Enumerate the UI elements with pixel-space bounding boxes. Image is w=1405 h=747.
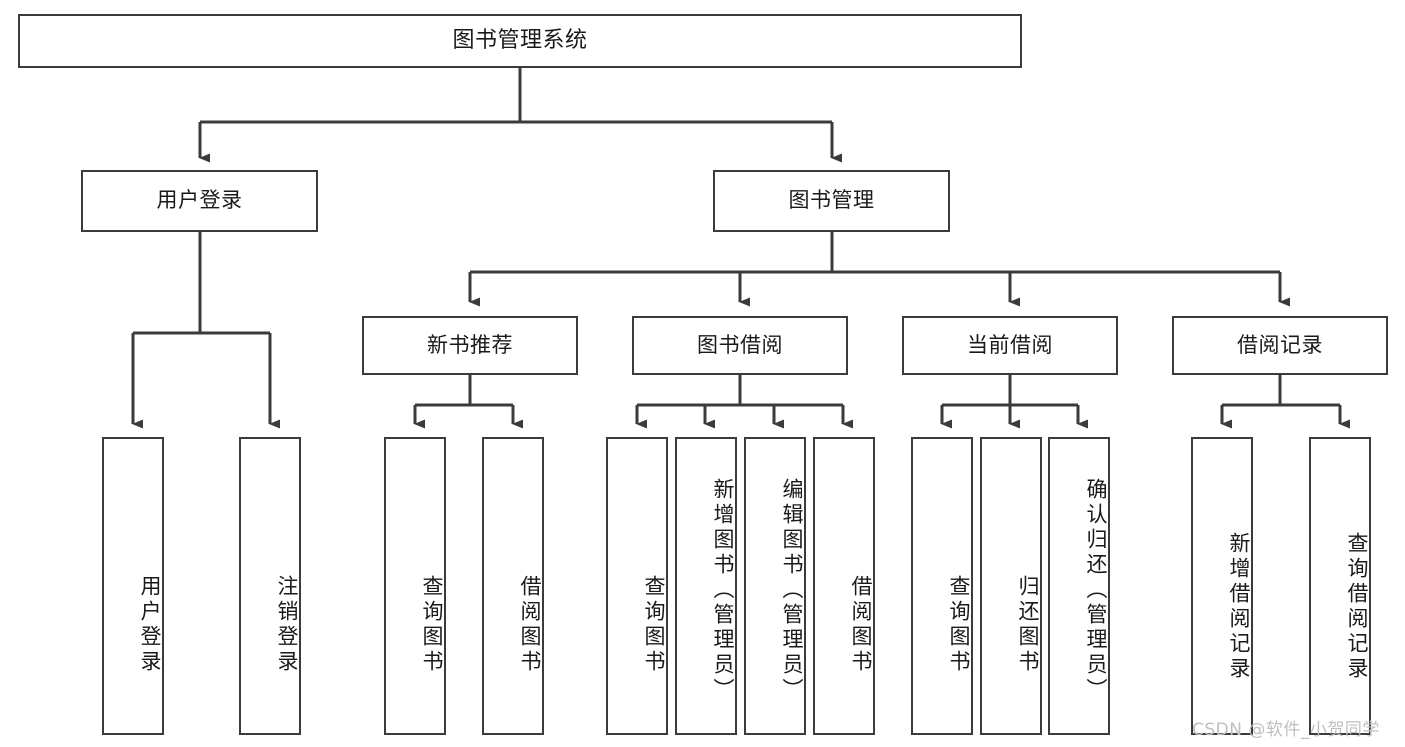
node-book-manage[interactable]: 图书管理 bbox=[713, 170, 950, 232]
node-borrow-record[interactable]: 借阅记录 bbox=[1172, 316, 1388, 375]
leaf-query-book-3-label: 查询图书 bbox=[947, 575, 971, 675]
node-user-login[interactable]: 用户登录 bbox=[81, 170, 318, 232]
leaf-logout-label: 注销登录 bbox=[275, 575, 299, 675]
node-book-borrow[interactable]: 图书借阅 bbox=[632, 316, 848, 375]
leaf-query-book-1-label: 查询图书 bbox=[420, 575, 444, 675]
leaf-query-record-label: 查询借阅记录 bbox=[1345, 532, 1369, 682]
watermark: CSDN @软件_小贺同学 bbox=[1192, 720, 1380, 740]
node-current-borrow-label: 当前借阅 bbox=[967, 332, 1053, 357]
leaf-borrow-book-1-label: 借阅图书 bbox=[518, 575, 542, 675]
leaf-return-book[interactable]: 归还图书 bbox=[980, 437, 1042, 735]
leaf-query-record[interactable]: 查询借阅记录 bbox=[1309, 437, 1371, 735]
leaf-add-book-label: 新增图书（管理员） bbox=[711, 477, 735, 703]
node-book-borrow-label: 图书借阅 bbox=[697, 332, 783, 357]
leaf-add-book[interactable]: 新增图书（管理员） bbox=[675, 437, 737, 735]
leaf-query-book-1[interactable]: 查询图书 bbox=[384, 437, 446, 735]
leaf-query-book-2-label: 查询图书 bbox=[642, 575, 666, 675]
node-user-login-label: 用户登录 bbox=[156, 188, 243, 213]
node-root[interactable]: 图书管理系统 bbox=[18, 14, 1022, 68]
node-current-borrow[interactable]: 当前借阅 bbox=[902, 316, 1118, 375]
node-book-manage-label: 图书管理 bbox=[788, 188, 875, 213]
leaf-confirm-return[interactable]: 确认归还（管理员） bbox=[1048, 437, 1110, 735]
leaf-edit-book-label: 编辑图书（管理员） bbox=[780, 477, 804, 703]
node-new-book-rec[interactable]: 新书推荐 bbox=[362, 316, 578, 375]
leaf-add-record[interactable]: 新增借阅记录 bbox=[1191, 437, 1253, 735]
leaf-add-record-label: 新增借阅记录 bbox=[1227, 532, 1251, 682]
leaf-user-login-label: 用户登录 bbox=[138, 575, 162, 675]
leaf-borrow-book-2-label: 借阅图书 bbox=[849, 575, 873, 675]
node-borrow-record-label: 借阅记录 bbox=[1237, 332, 1323, 357]
leaf-borrow-book-1[interactable]: 借阅图书 bbox=[482, 437, 544, 735]
leaf-user-login[interactable]: 用户登录 bbox=[102, 437, 164, 735]
leaf-logout[interactable]: 注销登录 bbox=[239, 437, 301, 735]
node-root-label: 图书管理系统 bbox=[452, 27, 588, 53]
leaf-edit-book[interactable]: 编辑图书（管理员） bbox=[744, 437, 806, 735]
leaf-borrow-book-2[interactable]: 借阅图书 bbox=[813, 437, 875, 735]
node-new-book-rec-label: 新书推荐 bbox=[427, 332, 513, 357]
leaf-query-book-3[interactable]: 查询图书 bbox=[911, 437, 973, 735]
leaf-confirm-return-label: 确认归还（管理员） bbox=[1084, 477, 1108, 703]
leaf-return-book-label: 归还图书 bbox=[1016, 575, 1040, 675]
leaf-query-book-2[interactable]: 查询图书 bbox=[606, 437, 668, 735]
